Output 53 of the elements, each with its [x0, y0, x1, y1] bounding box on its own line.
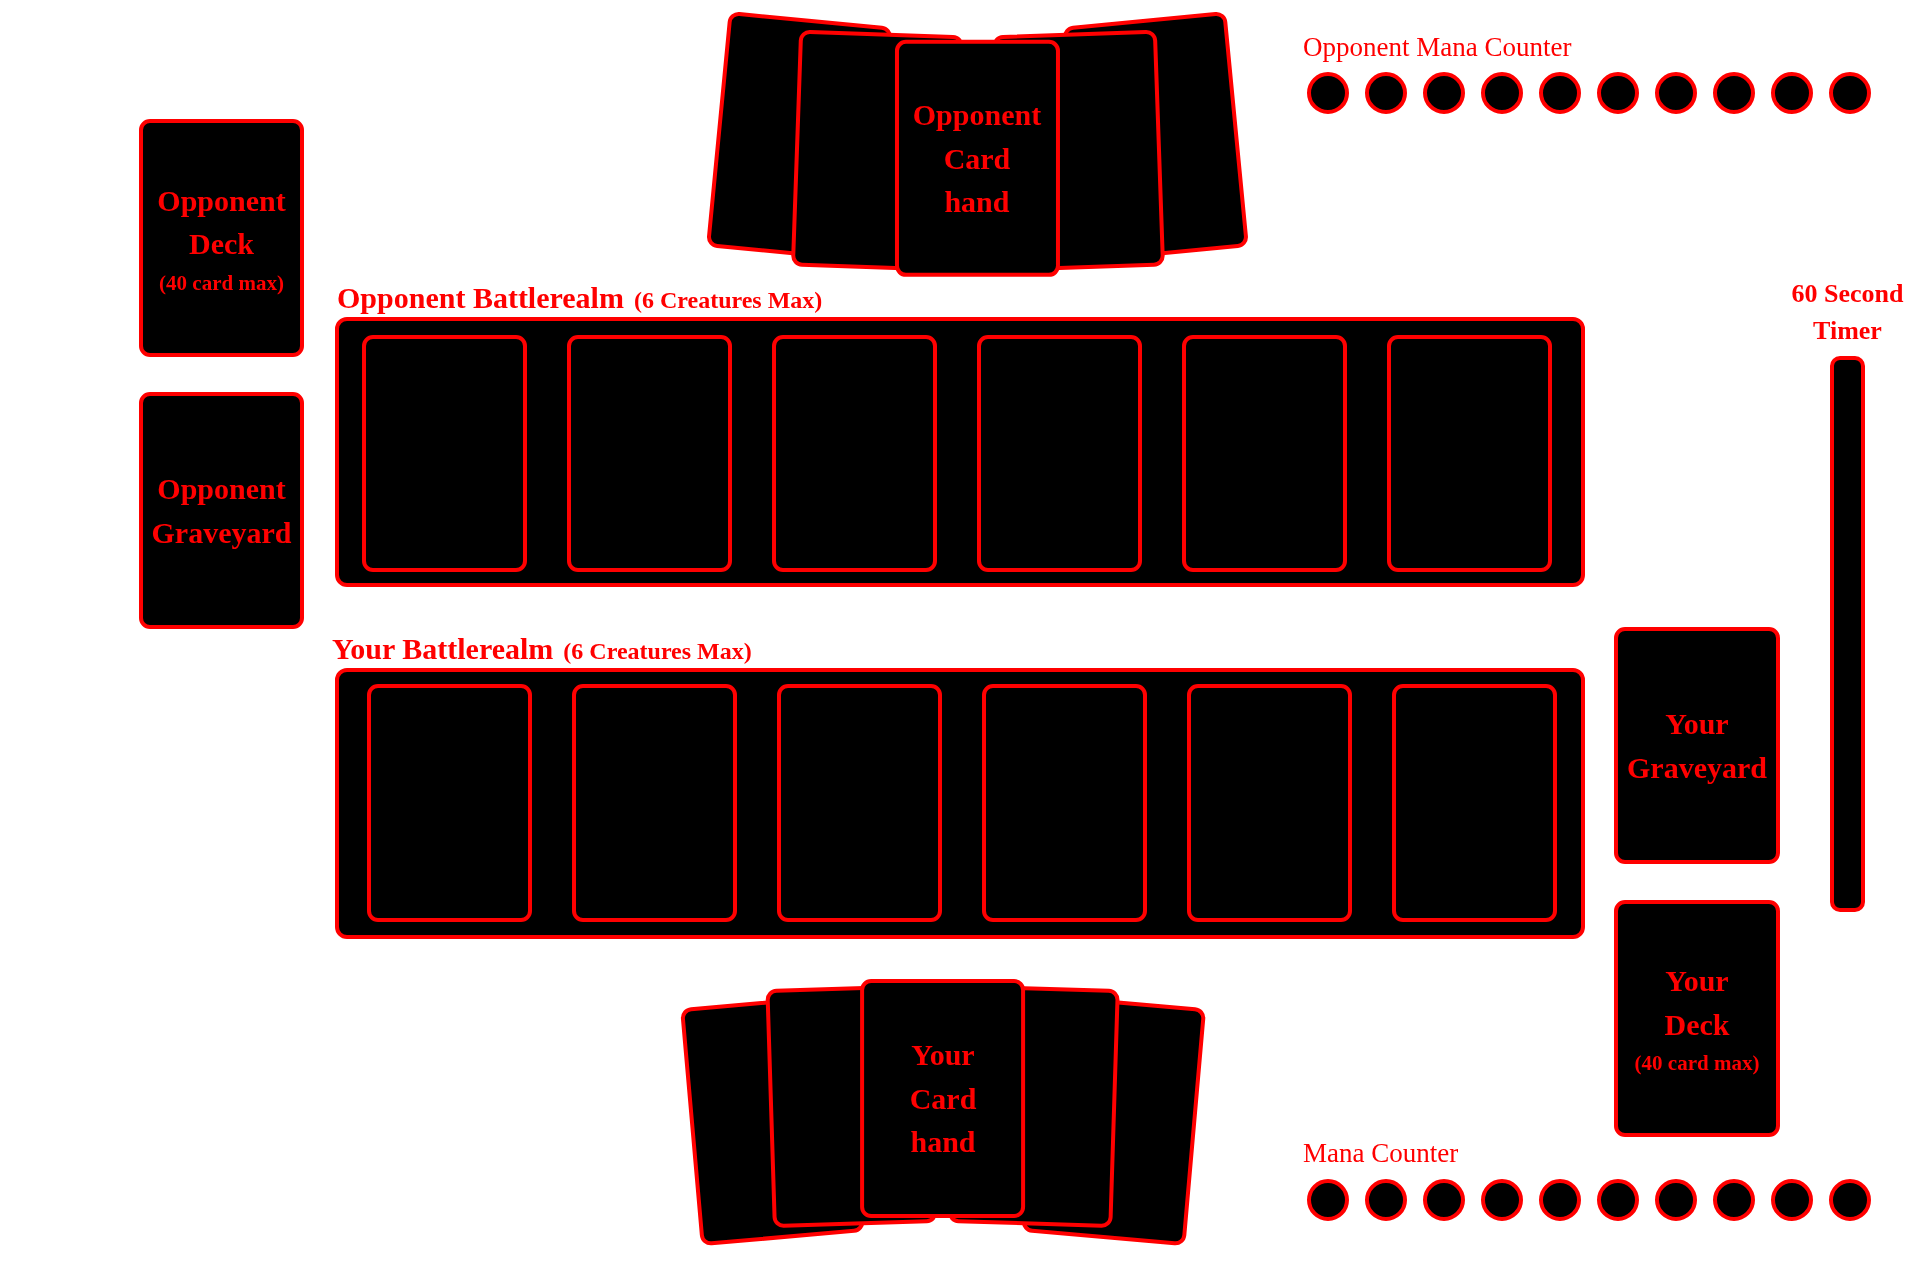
mana-slot — [1712, 1178, 1755, 1221]
card-slot — [1181, 334, 1347, 572]
card-zone — [1614, 900, 1780, 1137]
zone-label: Your Card hand — [909, 1037, 977, 1161]
card-zone — [1614, 627, 1780, 864]
mana-slot — [1712, 72, 1755, 114]
card-zone — [139, 119, 304, 357]
card-slot — [976, 334, 1142, 572]
panel-heading: Your Battlerealm — [332, 634, 554, 664]
card-slot — [771, 334, 937, 572]
mana-slot — [1364, 72, 1407, 114]
card-slot — [1386, 334, 1552, 572]
card-slot — [982, 684, 1147, 922]
zone-label: Opponent Deck — [157, 182, 286, 263]
mana-slot — [1364, 1178, 1407, 1221]
mana-slot — [1306, 72, 1349, 114]
card-slot — [572, 684, 737, 922]
mana-slot — [1480, 72, 1523, 114]
card-slot — [1392, 684, 1557, 922]
mana-slot — [1306, 1178, 1349, 1221]
card-fan — [705, 11, 1249, 277]
zone-label: Your Deck — [1664, 963, 1730, 1043]
mana-slot — [1828, 72, 1871, 114]
card-slot — [777, 684, 942, 922]
mana-slot — [1654, 1178, 1697, 1221]
counter-label: Opponent Mana Counter — [1303, 33, 1572, 63]
panel-note: (6 Creatures Max) — [633, 288, 823, 312]
card-slot — [566, 334, 732, 572]
card-slot — [367, 684, 532, 922]
mana-slot — [1596, 72, 1639, 114]
panel-note: (6 Creatures Max) — [563, 639, 752, 663]
card-zone — [139, 392, 304, 629]
card-slot — [361, 334, 527, 572]
card-slot — [1187, 684, 1352, 922]
zone-note: (40 card max) — [159, 269, 284, 297]
zone-note: (40 card max) — [1634, 1050, 1760, 1078]
card-fan — [680, 979, 1207, 1247]
mana-slot — [1422, 72, 1465, 114]
counter-label: Mana Counter — [1303, 1139, 1459, 1169]
mana-slot — [1538, 1178, 1581, 1221]
mana-slot — [1828, 1178, 1871, 1221]
timer-label: 60 Second Timer — [1790, 277, 1905, 348]
mana-slot — [1480, 1178, 1523, 1221]
mana-slot — [1654, 72, 1697, 114]
panel-heading: Opponent Battlerealm — [337, 283, 624, 313]
mana-slot — [1596, 1178, 1639, 1221]
mana-slot — [1770, 1178, 1813, 1221]
zone-label: Opponent Card hand — [912, 97, 1042, 221]
zone-label: Opponent Graveyard — [151, 471, 292, 551]
mana-slot — [1538, 72, 1581, 114]
mana-slot — [1770, 72, 1813, 114]
mana-slot — [1422, 1178, 1465, 1221]
zone-label: Your Graveyard — [1627, 706, 1767, 786]
